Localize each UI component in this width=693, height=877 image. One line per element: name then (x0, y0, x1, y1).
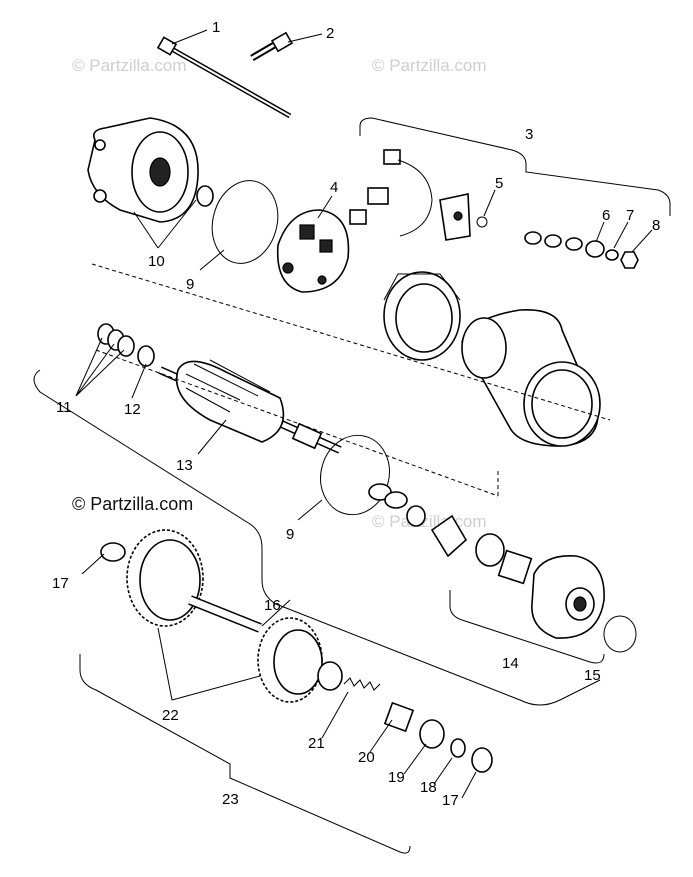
callout-3: 3 (525, 126, 533, 143)
mounting-bolt (250, 31, 294, 62)
callout-2: 2 (326, 25, 334, 42)
callout-17-left: 17 (52, 575, 69, 592)
brush-holder (276, 209, 350, 293)
callout-9-bottom: 9 (286, 526, 294, 543)
callout-19: 19 (388, 769, 405, 786)
assembly-brackets (33, 117, 671, 854)
through-bolt (156, 36, 292, 119)
callout-23: 23 (222, 791, 239, 808)
callout-17-right: 17 (442, 792, 459, 809)
callout-11: 11 (56, 399, 72, 416)
pinion-spring-set (343, 677, 493, 773)
callout-22: 22 (162, 707, 179, 724)
yoke-housing (461, 309, 601, 447)
armature (158, 359, 342, 454)
callout-20: 20 (358, 749, 375, 766)
callout-18: 18 (420, 779, 437, 796)
seal (603, 615, 637, 653)
thrust-washer-left (100, 542, 126, 562)
callout-14: 14 (502, 655, 519, 672)
drive-gear-assembly (126, 529, 343, 703)
callout-5: 5 (495, 175, 503, 192)
callout-21: 21 (308, 735, 325, 752)
watermark-top-left: © Partzilla.com (72, 56, 187, 75)
front-washers (368, 483, 533, 585)
callout-6: 6 (602, 207, 610, 224)
callout-16: 16 (264, 597, 281, 614)
o-ring-small (476, 216, 488, 228)
brush-set (349, 149, 471, 241)
commutator-end-ring (383, 271, 461, 361)
shim-washers (97, 323, 155, 367)
o-ring-top (211, 180, 279, 264)
callout-13: 13 (176, 457, 193, 474)
callout-10: 10 (148, 253, 165, 270)
callout-8: 8 (652, 217, 660, 234)
washer-stack (524, 231, 639, 269)
watermark-mid-left: © Partzilla.com (72, 494, 194, 514)
rear-cover (87, 117, 214, 223)
callout-9-top: 9 (186, 276, 194, 293)
callout-4: 4 (330, 179, 338, 196)
callout-12: 12 (124, 401, 141, 418)
front-cover (531, 555, 605, 639)
callout-15: 15 (584, 667, 601, 684)
o-ring-bottom (320, 434, 390, 516)
callout-1: 1 (212, 19, 220, 36)
leader-lines (75, 29, 653, 799)
watermark-top-right: © Partzilla.com (372, 56, 487, 75)
callout-7: 7 (626, 207, 634, 224)
